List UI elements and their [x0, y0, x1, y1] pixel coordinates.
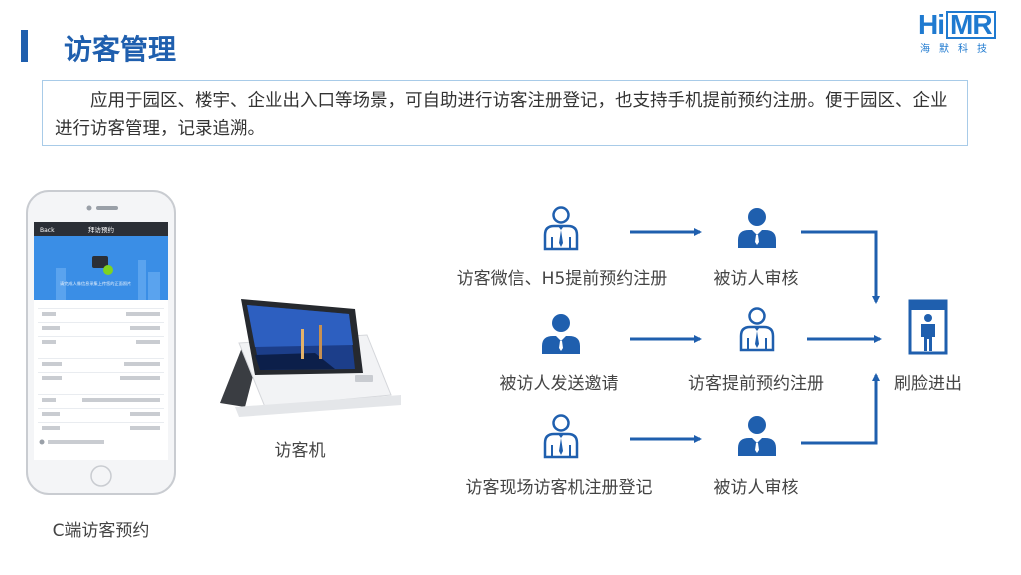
visitor-outline-icon: [737, 306, 777, 352]
host-solid-icon: [737, 206, 777, 252]
logo-text: Hi: [918, 9, 945, 40]
page-title: 访客管理: [64, 33, 177, 66]
node-row1-source: 访客微信、H5提前预约注册: [456, 269, 668, 289]
phone-screen-title: 拜访预约: [88, 225, 114, 234]
visitor-outline-icon: [541, 205, 581, 251]
kiosk-icon: [220, 299, 401, 417]
face-gate-icon: [908, 299, 948, 355]
phone-icon: Back 拜访预约 请完成人像信息采集上传您的正面照片: [26, 190, 176, 495]
logo-box-text: MR: [946, 11, 996, 39]
node-row2-target: 访客提前预约注册: [688, 374, 824, 394]
kiosk-label: 访客机: [274, 441, 326, 461]
visitor-outline-icon: [541, 413, 581, 459]
node-row3-source: 访客现场访客机注册登记: [465, 478, 653, 498]
host-solid-icon: [737, 414, 777, 460]
node-row2-source: 被访人发送邀请: [499, 374, 619, 394]
title-accent-bar: [21, 30, 28, 62]
phone-back-label: Back: [40, 227, 55, 234]
arrow-to-gate-bottom: [801, 373, 880, 445]
node-row1-target: 被访人审核: [713, 269, 799, 289]
arrow-to-gate-top: [801, 230, 880, 304]
logo-subtitle: 海默科技: [920, 44, 996, 55]
intro-paragraph: 应用于园区、楼宇、企业出入口等场景，可自助进行访客注册登记，也支持手机提前预约注…: [42, 80, 968, 146]
node-row3-target: 被访人审核: [713, 478, 799, 498]
node-final: 刷脸进出: [894, 374, 962, 394]
host-solid-icon: [541, 312, 581, 358]
phone-label: C端访客预约: [52, 521, 150, 541]
phone-upload-hint: 请完成人像信息采集上传您的正面照片: [60, 280, 131, 287]
